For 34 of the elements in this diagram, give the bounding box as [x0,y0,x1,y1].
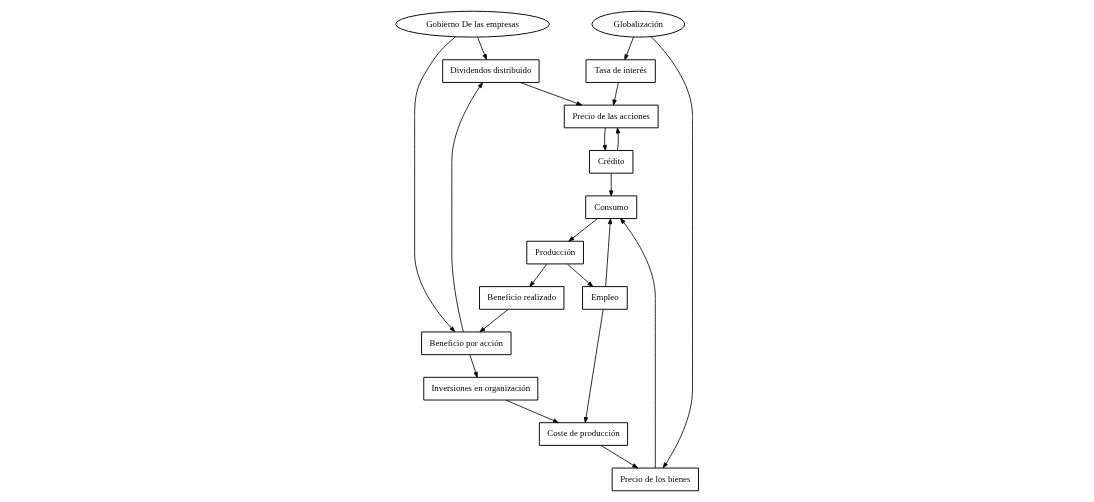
arrow [624,36,634,61]
arrow [615,127,621,151]
arrow [477,36,487,60]
arrow [620,218,656,469]
arrow [583,308,604,423]
arrow [519,82,583,106]
node-box: Beneficio por acción [421,331,512,356]
arrow [479,309,509,333]
node-box: Tasa de interés [585,59,656,83]
arrow [451,82,483,333]
arrow [568,218,598,242]
node-box: Beneficio realizado [479,286,565,310]
node-box: Precio de las acciones [563,104,659,129]
arrow [605,218,613,287]
arrow [650,36,693,469]
arrow [414,36,456,333]
arrow [529,263,548,287]
node-box: Empleo [582,286,628,310]
arrow [612,82,619,106]
node-ellipse: Gobierno De las empresas [395,10,551,38]
arrow [609,172,614,197]
arrow [505,399,559,424]
node-box: Inversiones en organización [423,376,539,401]
arrow [567,263,594,287]
arrow [469,354,478,378]
node-box: Coste de producción [538,422,629,446]
arrow [600,445,639,469]
node-ellipse: Globalización [591,10,686,38]
arrow [602,127,607,151]
node-box: Producción [526,240,584,265]
node-box: Crédito [589,150,634,174]
node-box: Precio de los bienes [611,467,699,492]
node-box: Dividendos distribuido [442,59,540,83]
node-box: Consumo [585,195,638,220]
